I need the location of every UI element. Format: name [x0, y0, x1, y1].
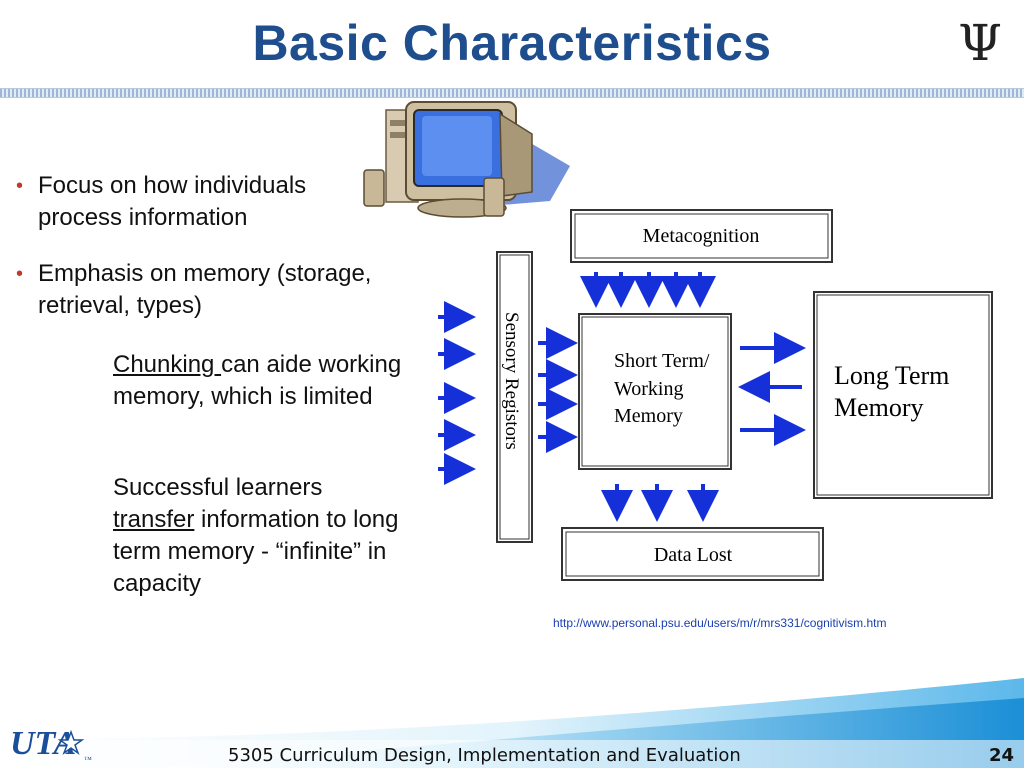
long-term-memory-box: Long Term Memory: [813, 291, 993, 499]
star-icon: [57, 729, 85, 756]
psi-symbol: Ψ: [958, 14, 1002, 72]
long-term-memory-line2: Memory: [834, 393, 924, 422]
chunking-term: Chunking: [113, 351, 222, 378]
working-memory-box: Short Term/ Working Memory: [578, 313, 732, 470]
metacognition-label: Metacognition: [643, 225, 760, 247]
transfer-post: information to long term memory - “infin…: [113, 506, 399, 597]
sensory-registers-label: Sensory Registors: [501, 312, 522, 450]
long-term-memory-line1: Long Term: [834, 361, 949, 390]
working-memory-line2: Working: [614, 378, 684, 400]
bullet-list: Focus on how individuals process informa…: [14, 170, 374, 346]
memory-model-diagram: Metacognition Sensory Registors Short Te…: [438, 209, 993, 581]
uta-logo: UTA ™: [8, 716, 100, 769]
transfer-pre: Successful learners: [113, 474, 323, 501]
data-lost-box: Data Lost: [561, 527, 824, 581]
working-memory-line3: Memory: [614, 405, 683, 427]
bullet-item: Focus on how individuals process informa…: [14, 170, 374, 234]
sensory-registers-box: Sensory Registors: [496, 251, 533, 543]
chunking-note: Chunking can aide working memory, which …: [113, 349, 403, 413]
page-number: 24: [988, 745, 1014, 766]
data-lost-label: Data Lost: [654, 544, 733, 566]
chunking-text: can aide working memory, which is limite…: [113, 351, 402, 410]
transfer-term: transfer: [113, 506, 195, 533]
footer-course-title: 5305 Curriculum Design, Implementation a…: [228, 745, 741, 766]
computer-illustration: [363, 101, 570, 218]
header-divider: [0, 88, 1024, 98]
bullet-item: Emphasis on memory (storage, retrieval, …: [14, 258, 374, 322]
source-link[interactable]: http://www.personal.psu.edu/users/m/r/mr…: [553, 616, 887, 630]
working-memory-line1: Short Term/: [614, 350, 710, 372]
logo-trademark: ™: [84, 755, 92, 764]
metacognition-box: Metacognition: [570, 209, 833, 263]
transfer-note: Successful learners transfer information…: [113, 472, 403, 600]
footer-swoosh: [0, 678, 1024, 768]
slide-title: Basic Characteristics: [252, 15, 772, 71]
